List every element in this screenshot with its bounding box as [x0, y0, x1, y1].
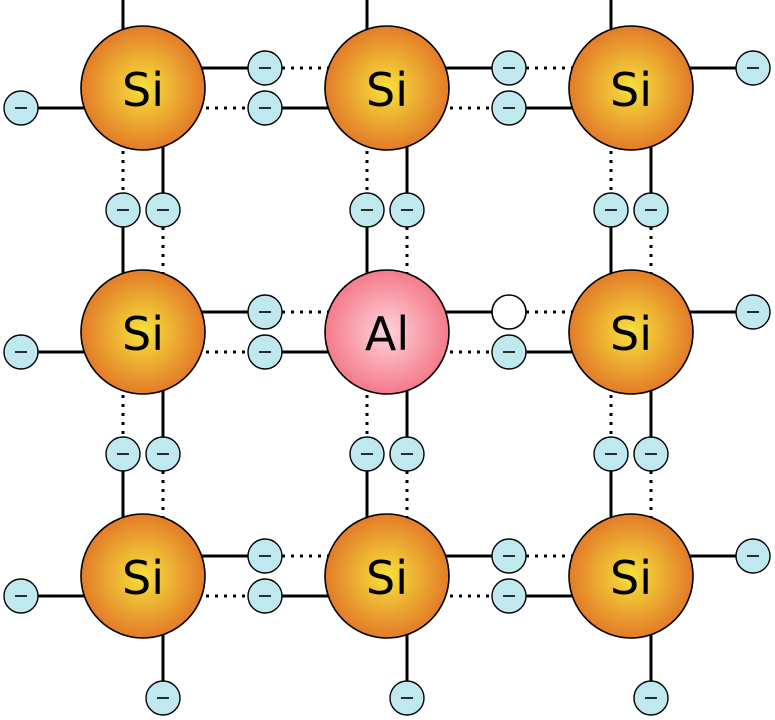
- electron: [491, 538, 527, 574]
- electron: [349, 436, 385, 472]
- electron: [593, 192, 629, 228]
- atom-circle: [324, 25, 450, 151]
- atom-circle: [324, 513, 450, 639]
- atom-label: Si: [122, 307, 164, 361]
- atom-label: Si: [610, 551, 652, 605]
- electron: [247, 90, 283, 126]
- electron: [105, 192, 141, 228]
- electron: [3, 334, 39, 370]
- aluminium-atom: Al: [324, 269, 450, 395]
- silicon-atom: Si: [80, 513, 206, 639]
- electron: [247, 50, 283, 86]
- atom-circle: [568, 513, 694, 639]
- electron: [145, 192, 181, 228]
- electron: [349, 192, 385, 228]
- silicon-atom: Si: [80, 269, 206, 395]
- electron: [3, 90, 39, 126]
- atom-label: Si: [610, 307, 652, 361]
- atom-label: Al: [365, 307, 409, 361]
- silicon-atom: Si: [568, 25, 694, 151]
- electron: [247, 578, 283, 614]
- atom-label: Si: [122, 63, 164, 117]
- atom-label: Si: [610, 63, 652, 117]
- electron: [633, 192, 669, 228]
- electron: [491, 578, 527, 614]
- electron: [735, 538, 771, 574]
- electron: [389, 436, 425, 472]
- atom-label: Si: [366, 551, 408, 605]
- electron: [593, 436, 629, 472]
- atom-circle: [80, 269, 206, 395]
- electron: [633, 680, 669, 716]
- electron: [491, 334, 527, 370]
- electron: [145, 436, 181, 472]
- electron: [491, 50, 527, 86]
- electron: [735, 294, 771, 330]
- hole: [491, 294, 527, 330]
- atom-label: Si: [122, 551, 164, 605]
- electron: [3, 578, 39, 614]
- atom-label: Si: [366, 63, 408, 117]
- electron: [247, 294, 283, 330]
- atom-circle: [568, 25, 694, 151]
- silicon-atom: Si: [324, 513, 450, 639]
- electron: [491, 90, 527, 126]
- electron: [735, 50, 771, 86]
- silicon-atom: Si: [568, 269, 694, 395]
- electron: [145, 680, 181, 716]
- silicon-atom: Si: [568, 513, 694, 639]
- electron: [247, 334, 283, 370]
- electron: [389, 192, 425, 228]
- electron: [633, 436, 669, 472]
- atom-circle: [80, 513, 206, 639]
- silicon-atom: Si: [80, 25, 206, 151]
- electron: [105, 436, 141, 472]
- silicon-atom: Si: [324, 25, 450, 151]
- electron: [389, 680, 425, 716]
- electrons-layer: [3, 50, 771, 716]
- atom-circle: [324, 269, 450, 395]
- atom-circle: [80, 25, 206, 151]
- electron: [247, 538, 283, 574]
- atom-circle: [568, 269, 694, 395]
